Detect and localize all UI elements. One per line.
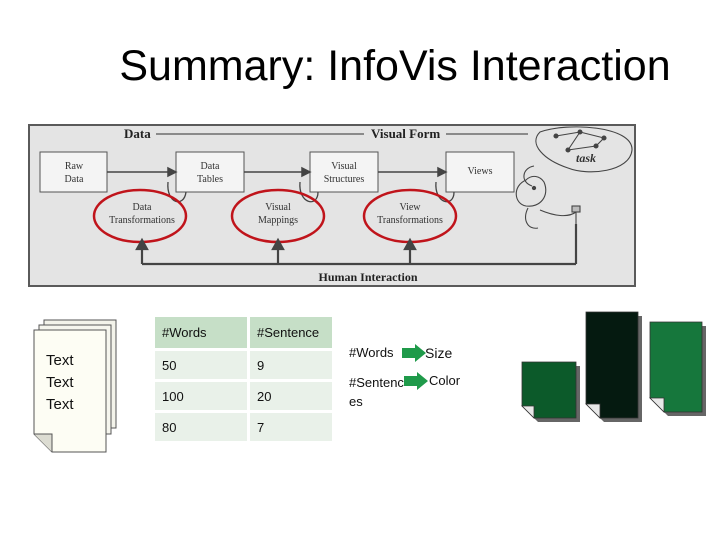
svg-text:Visual: Visual <box>265 202 291 213</box>
task-label: task <box>576 151 596 165</box>
arrow-right-icon <box>404 372 428 390</box>
cell-sentences: 9 <box>247 351 332 382</box>
svg-text:Transformations: Transformations <box>377 215 443 226</box>
box-visual-structures: Visual Structures <box>310 152 378 192</box>
document-line: Text <box>34 372 90 394</box>
svg-text:Data: Data <box>65 174 84 185</box>
header-words: #Words <box>155 317 247 351</box>
svg-text:Data: Data <box>133 202 152 213</box>
svg-text:View: View <box>399 202 421 213</box>
table-row: 80 7 <box>155 413 332 444</box>
document-line: Text <box>34 350 90 372</box>
mapping-attribute-words: #Words <box>349 345 394 360</box>
slide-title: Summary: InfoVis Interaction <box>0 42 720 91</box>
label-human-interaction: Human Interaction <box>319 270 418 284</box>
svg-text:Structures: Structures <box>324 174 365 185</box>
svg-text:Visual: Visual <box>331 161 357 172</box>
mapping-encoding-color: Color <box>429 373 460 388</box>
table-header-row: #Words #Sentence <box>155 317 332 351</box>
header-sentence: #Sentence <box>247 317 332 351</box>
table-row: 100 20 <box>155 382 332 413</box>
mapping-attribute-sentences: #Sentences <box>349 373 407 411</box>
svg-text:Transformations: Transformations <box>109 215 175 226</box>
encoded-document-glyphs <box>518 310 718 425</box>
svg-text:Views: Views <box>468 166 493 177</box>
cell-words: 100 <box>155 382 247 413</box>
cell-words: 80 <box>155 413 247 444</box>
header-data: Data <box>124 126 151 141</box>
document-line: Text <box>34 394 90 416</box>
svg-text:Raw: Raw <box>65 161 84 172</box>
glyph-small-document <box>522 362 580 422</box>
cell-words: 50 <box>155 351 247 382</box>
arrow-right-icon <box>402 344 426 362</box>
svg-text:Tables: Tables <box>197 174 223 185</box>
cell-sentences: 20 <box>247 382 332 413</box>
svg-text:Mappings: Mappings <box>258 215 298 226</box>
table-row: 50 9 <box>155 351 332 382</box>
infovis-reference-model-diagram: Data Visual Form Raw Data Data Tables Vi… <box>28 124 636 287</box>
box-views: Views <box>446 152 514 192</box>
word-count-table: #Words #Sentence 50 9 100 20 80 7 <box>155 317 332 444</box>
glyph-large-document <box>586 312 642 422</box>
box-raw-data: Raw Data <box>40 152 107 192</box>
document-text: Text Text Text <box>34 350 90 416</box>
mapping-encoding-size: Size <box>425 345 452 361</box>
glyph-medium-document <box>650 322 706 416</box>
svg-text:Data: Data <box>201 161 220 172</box>
cell-sentences: 7 <box>247 413 332 444</box>
box-data-tables: Data Tables <box>176 152 244 192</box>
header-visual-form: Visual Form <box>371 126 440 141</box>
